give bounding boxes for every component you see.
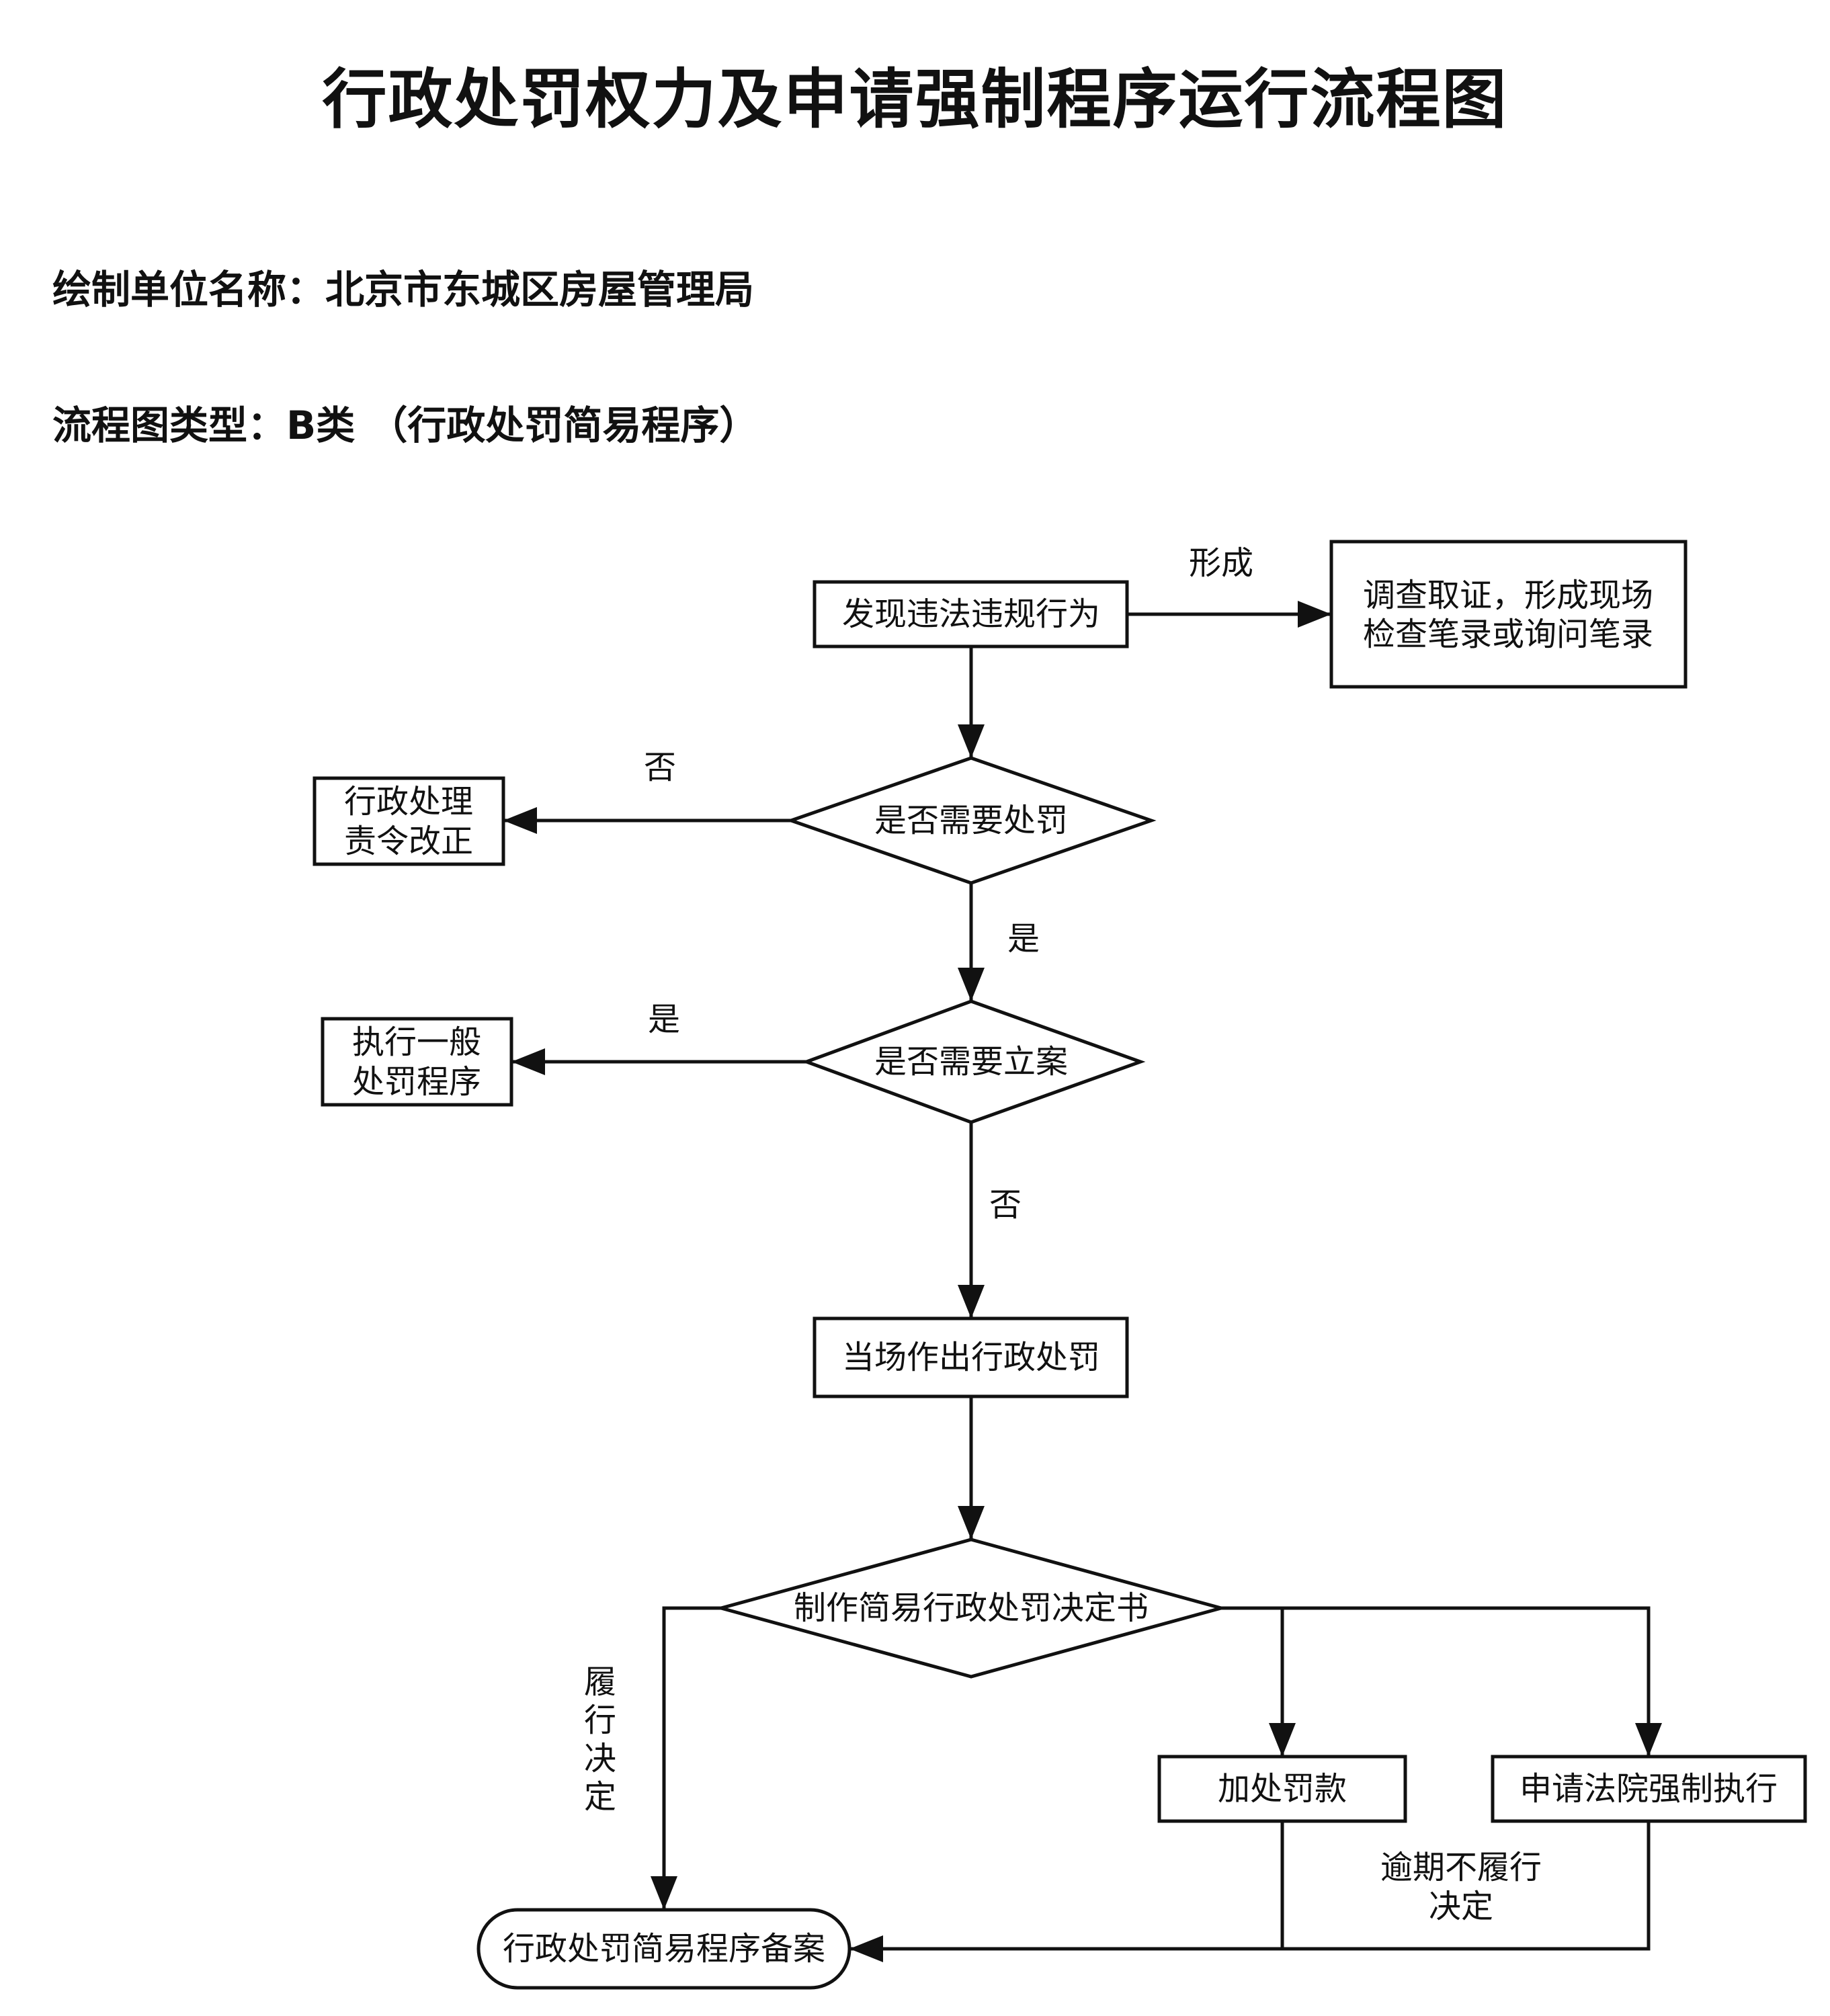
edge-label-fulfil-4: 定 <box>584 1778 616 1816</box>
node-court-enforce-label: 申请法院强制执行 <box>1520 1770 1778 1808</box>
page-title: 行政处罚权力及申请强制程序运行流程图 <box>322 62 1508 137</box>
node-general-proc-label-line-1: 执行一般 <box>352 1023 481 1061</box>
edge-label-no-2: 否 <box>989 1186 1022 1224</box>
node-need-case-label: 是否需要立案 <box>874 1043 1068 1081</box>
node-admin-handle-label-line-1: 行政处理 <box>344 783 473 821</box>
drawing-unit-label: 绘制单位名称： <box>52 267 326 312</box>
node-need-penalty-label: 是否需要处罚 <box>874 802 1068 839</box>
edge-label-yes-2: 是 <box>648 1001 680 1038</box>
edge-label-form: 形成 <box>1189 544 1253 582</box>
flowchart-type-value: B类 （行政处罚简易程序） <box>286 403 759 448</box>
node-make-decision-diamond <box>714 1538 1228 1679</box>
drawing-unit-value: 北京市东城区房屋管理局 <box>325 267 755 312</box>
edge-make-decision-to-archive <box>651 1606 721 1910</box>
drawing-unit: 绘制单位名称：北京市东城区房屋管理局 <box>52 270 754 309</box>
edge-label-no-1: 否 <box>644 749 676 786</box>
node-general-proc-label-line-2: 处罚程序 <box>352 1063 481 1101</box>
node-admin-handle-label-line-2: 责令改正 <box>344 823 473 860</box>
node-onsite-penalty-label: 当场作出行政处罚 <box>842 1339 1100 1376</box>
node-investigate-label-line-1: 调查取证，形成现场 <box>1363 577 1653 614</box>
flowchart-type: 流程图类型：B类 （行政处罚简易程序） <box>52 406 758 445</box>
edge-label-fulfil-1: 履 <box>584 1663 616 1701</box>
edge-make-decision-to-court-enforce <box>1282 1606 1662 1757</box>
edge-label-fulfil-2: 行 <box>584 1702 616 1739</box>
edge-make-decision-to-extra-fine <box>1221 1606 1296 1757</box>
node-investigate-label-line-2: 检查笔录或询问笔录 <box>1363 616 1653 653</box>
node-archive-label: 行政处罚简易程序备案 <box>503 1930 825 1968</box>
flowchart-type-label: 流程图类型： <box>52 403 287 448</box>
node-make-decision-label: 制作简易行政处罚决定书 <box>794 1589 1149 1627</box>
edge-court-enforce-return <box>1282 1821 1651 1951</box>
node-extra-fine-label: 加处罚款 <box>1218 1770 1347 1808</box>
edge-label-overdue-line-2: 决定 <box>1429 1888 1493 1925</box>
edge-label-yes-1: 是 <box>1007 920 1040 958</box>
node-discover-label: 发现违法违规行为 <box>842 595 1100 633</box>
edge-label-overdue-line-1: 逾期不履行 <box>1380 1849 1542 1886</box>
node-investigate-box <box>1329 540 1688 689</box>
edge-label-fulfil-3: 决 <box>584 1740 616 1777</box>
